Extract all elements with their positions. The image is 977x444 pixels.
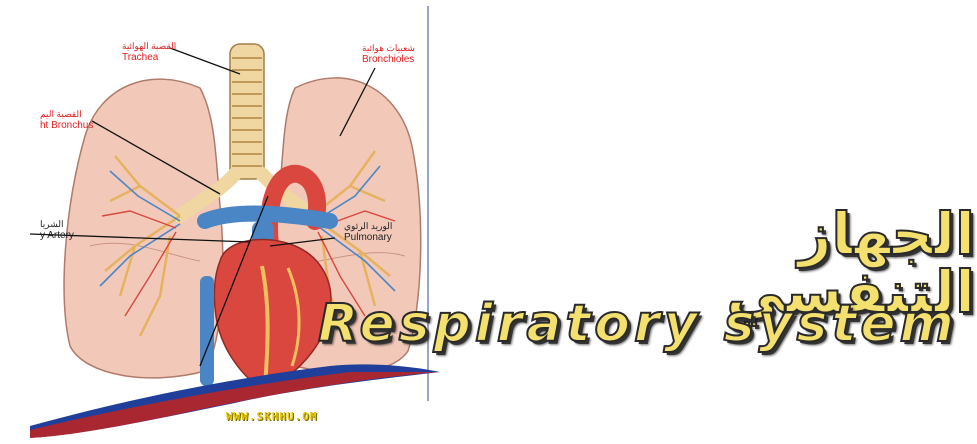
watermark: WWW.SKHHU.OM <box>226 410 317 423</box>
label-artery-en: y Artery <box>40 230 74 241</box>
label-pulmonary-en: Pulmonary <box>344 232 392 243</box>
label-pulmonary-ar: الوريد الرئوي <box>344 222 392 232</box>
label-artery: الشريا y Artery <box>40 220 74 241</box>
label-trachea-en: Trachea <box>122 52 158 63</box>
label-bronchioles-ar: شعبيات هوائية <box>362 44 415 54</box>
pulmonary-artery <box>205 214 330 222</box>
label-artery-ar: الشريا <box>40 220 74 230</box>
label-trachea-ar: القصبة الهوائية <box>122 42 176 52</box>
label-bronchioles-en: Bronchioles <box>362 54 414 65</box>
label-bronchus-ar: القصبة اليم <box>40 110 93 120</box>
label-pulmonary: الوريد الرئوي Pulmonary <box>344 222 392 243</box>
label-bronchus-en: ht Bronchus <box>40 120 93 131</box>
trachea <box>230 44 264 179</box>
label-bronchioles: شعبيات هوائية Bronchioles <box>362 44 415 65</box>
label-trachea: القصبة الهوائية Trachea <box>122 42 176 63</box>
label-bronchus: القصبة اليم ht Bronchus <box>40 110 93 131</box>
title-english: Respiratory system <box>318 298 958 350</box>
